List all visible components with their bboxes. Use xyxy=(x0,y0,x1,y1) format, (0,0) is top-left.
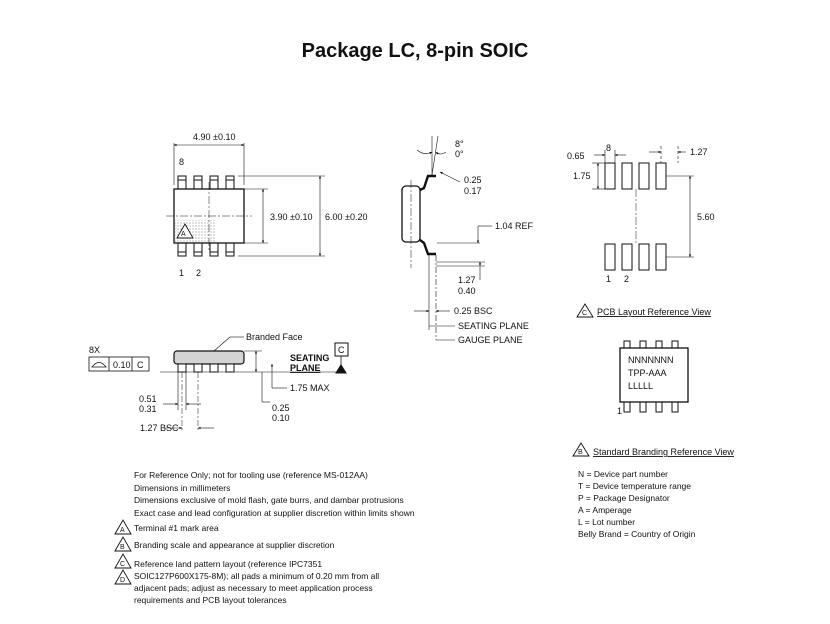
note-line: Dimensions in millimeters xyxy=(134,482,231,493)
side-foot-min: 0.40 xyxy=(458,286,476,296)
footnote-b-letter: B xyxy=(120,544,125,551)
brand-line-3: LLLLL xyxy=(628,381,653,391)
side-gauge-plane: GAUGE PLANE xyxy=(458,335,523,345)
pcb-pad-width-dim: 0.65 xyxy=(567,151,585,161)
legend-item: N = Device part number xyxy=(578,469,668,479)
brand-pin1-label: 1 xyxy=(617,406,622,416)
front-datum-ref: C xyxy=(137,360,144,370)
legend-item: Belly Brand = Country of Origin xyxy=(578,529,696,539)
top-view xyxy=(166,143,325,257)
footnote-c-text-1: Reference land pattern layout (reference… xyxy=(134,559,323,569)
top-pin8-label: 8 xyxy=(179,157,184,167)
top-pin2-label: 2 xyxy=(196,268,201,278)
branding-legend: N = Device part number T = Device temper… xyxy=(578,468,695,540)
brand-line-2: TPP-AAA xyxy=(628,368,667,378)
footnote-d-triangle xyxy=(114,569,132,585)
pcb-caption: PCB Layout Reference View xyxy=(597,307,711,317)
general-notes: For Reference Only; not for tooling use … xyxy=(134,469,415,519)
front-seating-1: SEATING xyxy=(290,353,329,363)
legend-item: P = Package Designator xyxy=(578,493,670,503)
pcb-pitch-dim: 1.27 xyxy=(690,147,708,157)
footnote-d-letter: D xyxy=(120,577,125,584)
footnote-a-triangle xyxy=(114,519,132,535)
top-pin1-label: 1 xyxy=(179,268,184,278)
footnote-a-letter: A xyxy=(120,527,125,534)
side-view xyxy=(401,135,492,341)
page-title: Package LC, 8-pin SOIC xyxy=(301,40,529,62)
note-line: Exact case and lead configuration at sup… xyxy=(134,507,415,518)
pcb-layout-view xyxy=(576,146,694,318)
side-angle-max: 8° xyxy=(455,139,464,149)
side-ref-dim: 1.04 REF xyxy=(495,221,534,231)
pcb-pin2-label: 2 xyxy=(624,274,629,284)
brand-line-1: NNNNNNN xyxy=(628,355,674,365)
legend-item: L = Lot number xyxy=(578,517,636,527)
footnote-markers xyxy=(114,519,132,585)
footnote-c-triangle xyxy=(114,553,132,569)
footnote-a-text: Terminal #1 mark area xyxy=(134,523,219,533)
brand-caption: Standard Branding Reference View xyxy=(593,447,734,457)
pcb-pin1-label: 1 xyxy=(606,274,611,284)
side-seating-plane: SEATING PLANE xyxy=(458,321,529,331)
side-lead-thk-max: 0.25 xyxy=(464,175,482,185)
pcb-span-dim: 5.60 xyxy=(697,212,715,222)
front-standoff-min: 0.10 xyxy=(272,413,290,423)
front-lead-w-min: 0.31 xyxy=(139,404,157,414)
side-angle-min: 0° xyxy=(455,149,464,159)
front-datum-box-letter: C xyxy=(338,345,345,355)
footnote-c-text-4: requirements and PCB layout tolerances xyxy=(134,595,287,605)
side-foot-max: 1.27 xyxy=(458,275,476,285)
branding-view xyxy=(572,340,689,457)
footnote-c-text-2: SOIC127P600X175-8M); all pads a minimum … xyxy=(134,571,380,581)
top-mark-area-letter: A xyxy=(181,231,186,238)
note-line: For Reference Only; not for tooling use … xyxy=(134,470,368,480)
top-width-dim: 4.90 ±0.10 xyxy=(193,132,235,142)
front-lead-w-max: 0.51 xyxy=(139,394,157,404)
top-body-width-dim: 3.90 ±0.10 xyxy=(270,212,312,222)
front-branded-face: Branded Face xyxy=(246,332,303,342)
pcb-marker-letter: C xyxy=(582,310,587,317)
front-height-dim: 1.75 MAX xyxy=(290,383,330,393)
front-count: 8X xyxy=(89,345,100,355)
footnote-b-triangle xyxy=(114,536,132,552)
pcb-pad-height-dim: 1.75 xyxy=(573,171,591,181)
front-pitch-dim: 1.27 BSC xyxy=(140,423,179,433)
footnote-c-letter: C xyxy=(120,561,125,568)
footnote-b-text: Branding scale and appearance at supplie… xyxy=(134,540,335,550)
top-overall-width-dim: 6.00 ±0.20 xyxy=(325,212,367,222)
side-lead-thk-min: 0.17 xyxy=(464,186,482,196)
front-seating-2: PLANE xyxy=(290,363,321,373)
footnote-c-text-3: adjacent pads; adjust as necessary to me… xyxy=(134,583,373,593)
legend-item: T = Device temperature range xyxy=(578,481,691,491)
front-standoff-max: 0.25 xyxy=(272,403,290,413)
note-line: Dimensions exclusive of mold flash, gate… xyxy=(134,495,404,505)
pcb-pin8-label: 8 xyxy=(606,143,611,153)
side-bsc-dim: 0.25 BSC xyxy=(454,306,493,316)
legend-item: A = Amperage xyxy=(578,505,632,515)
brand-marker-letter: B xyxy=(578,449,583,456)
front-view xyxy=(88,336,349,432)
front-tolerance: 0.10 xyxy=(113,360,131,370)
